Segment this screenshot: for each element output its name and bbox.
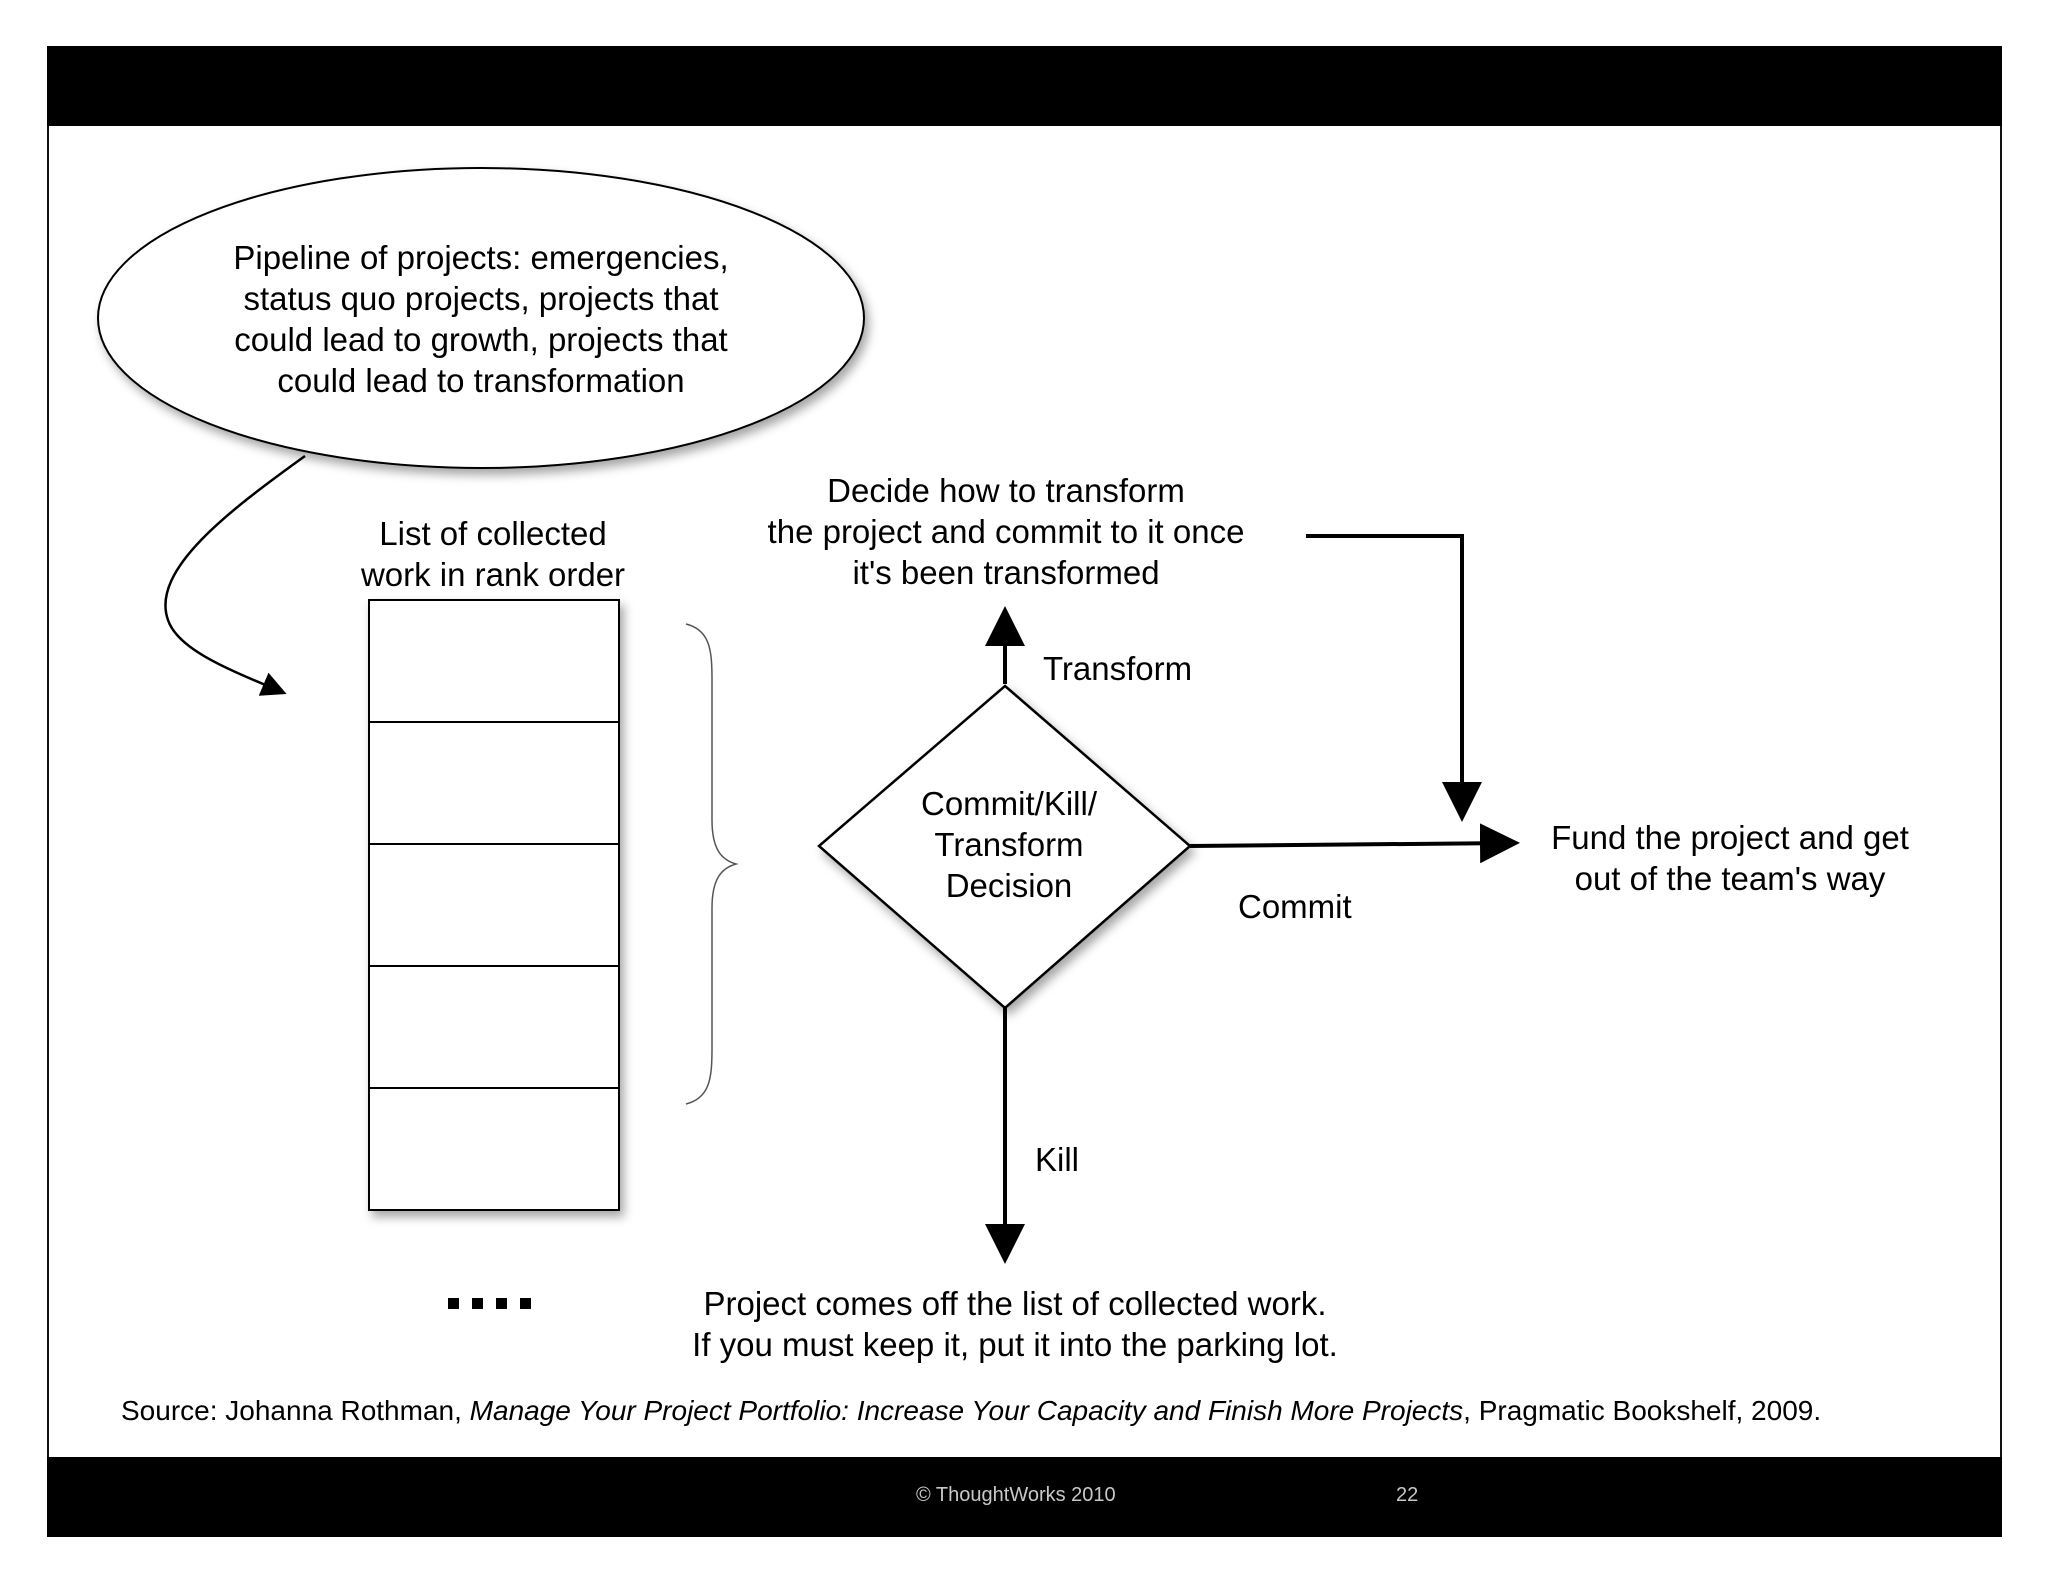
edge-label-transform: Transform bbox=[1043, 650, 1193, 687]
top-bar bbox=[47, 46, 2002, 126]
list-dividers bbox=[369, 721, 619, 1089]
footer-page-number: 22 bbox=[1396, 1484, 1419, 1506]
source-suffix: , Pragmatic Bookshelf, 2009. bbox=[1463, 1395, 1822, 1426]
edge-label-commit: Commit bbox=[1238, 888, 1352, 925]
pipeline-bubble-text: Pipeline of projects: emergencies, statu… bbox=[233, 239, 729, 399]
source-book-title: Manage Your Project Portfolio: Increase … bbox=[469, 1395, 1464, 1426]
source-prefix: Source: Johanna Rothman, bbox=[121, 1395, 470, 1426]
ranked-work-list bbox=[368, 599, 620, 1211]
pipeline-bubble bbox=[97, 167, 865, 469]
list-label: List of collected work in rank order bbox=[360, 515, 626, 593]
transform-target-text: Decide how to transform the project and … bbox=[767, 472, 1245, 591]
kill-target-text: Project comes off the list of collected … bbox=[692, 1285, 1338, 1363]
curly-bracket bbox=[685, 623, 739, 1105]
commit-arrow bbox=[1189, 823, 1520, 864]
commit-target-text: Fund the project and get out of the team… bbox=[1551, 819, 1909, 897]
transform-to-fund-arrow bbox=[1306, 534, 1482, 822]
footer-copyright: © ThoughtWorks 2010 bbox=[916, 1484, 1116, 1506]
decision-label: Commit/Kill/ Transform Decision bbox=[920, 785, 1097, 904]
bubble-pointer-arrow bbox=[164, 454, 306, 696]
bottom-bar bbox=[47, 1457, 2002, 1537]
source-citation: Source: Johanna Rothman, Manage Your Pro… bbox=[121, 1395, 1821, 1427]
edge-label-kill: Kill bbox=[1035, 1141, 1080, 1178]
more-items-ellipsis bbox=[448, 1296, 544, 1314]
